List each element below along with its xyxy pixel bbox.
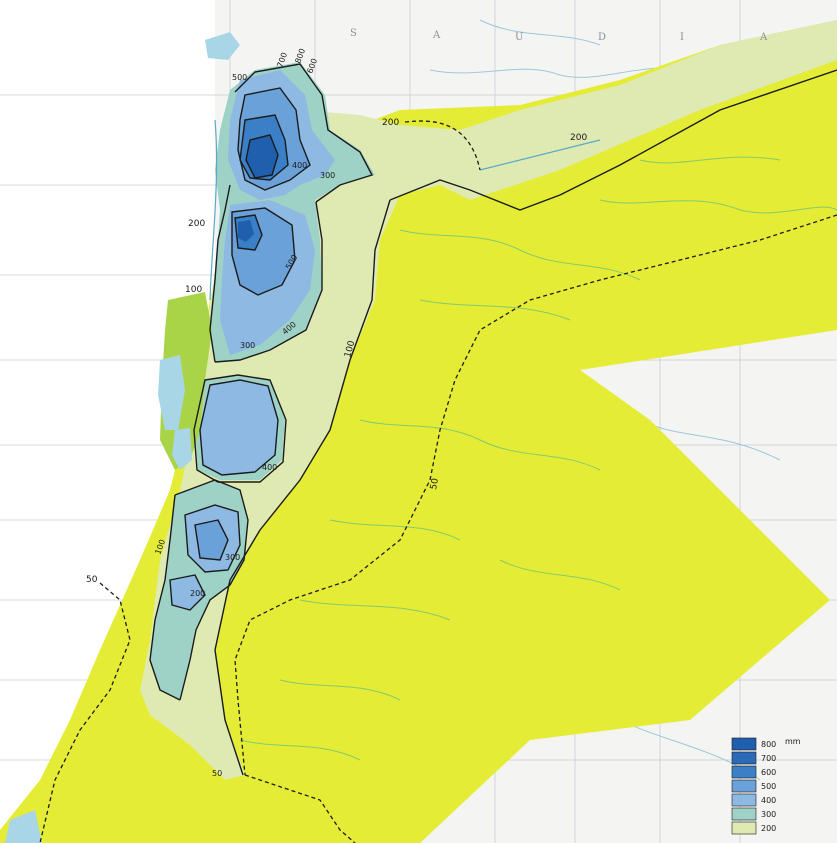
legend-label-700: 700 <box>761 754 776 763</box>
legend-swatch-600 <box>731 765 757 779</box>
label-c-300: 300 <box>240 341 255 350</box>
legend-unit: mm <box>785 737 801 746</box>
label-s-400: 400 <box>262 463 277 472</box>
rivers <box>209 119 601 301</box>
region-letter-2: A <box>432 30 442 41</box>
legend-swatch-800 <box>731 737 757 751</box>
legend-label-300: 300 <box>761 810 776 819</box>
zone-500-south <box>195 520 228 560</box>
isohyets-solid <box>149 63 837 776</box>
region-letters: S A U D I A <box>350 28 769 43</box>
region-letter-3: U <box>515 32 525 43</box>
legend-swatch-500 <box>731 779 757 793</box>
label-s-300: 300 <box>225 553 240 562</box>
label-tip-50: 50 <box>212 769 222 778</box>
legend-label-600: 600 <box>761 768 776 777</box>
legend-label-800: 800 <box>761 740 776 749</box>
label-north-200: 200 <box>382 118 399 128</box>
region-letter-6: A <box>759 32 769 43</box>
zone-400-central <box>200 380 278 475</box>
zone-400-south2 <box>170 575 205 610</box>
legend-swatch-700 <box>731 751 757 765</box>
label-east-200: 200 <box>570 133 587 143</box>
legend-label-500: 500 <box>761 782 776 791</box>
legend-label-200: 200 <box>761 824 776 833</box>
dead-sea <box>158 355 185 430</box>
region-letter-4: D <box>598 32 608 43</box>
label-west-200: 200 <box>188 219 205 229</box>
zone-800-mid <box>238 220 254 242</box>
label-n-400: 400 <box>292 161 307 170</box>
legend: 800 700 600 500 400 300 200 mm <box>731 737 801 835</box>
label-n-300: 300 <box>320 171 335 180</box>
legend-entries: 800 700 600 500 400 300 200 <box>731 737 776 835</box>
label-left-100: 100 <box>185 285 202 295</box>
isohyets-dashed <box>39 120 837 843</box>
label-dashed-50: 50 <box>429 477 441 490</box>
dead-sea-lower <box>172 428 192 470</box>
sea-north <box>205 32 240 60</box>
legend-swatch-300 <box>731 807 757 821</box>
region-letter-1: S <box>350 28 359 39</box>
legend-swatch-400 <box>731 793 757 807</box>
legend-swatch-200 <box>731 821 757 835</box>
label-s-200: 200 <box>190 589 205 598</box>
legend-label-400: 400 <box>761 796 776 805</box>
label-left-50: 50 <box>86 575 98 585</box>
gulf-water <box>5 810 42 843</box>
label-mid-100: 100 <box>343 339 357 358</box>
region-letter-5: I <box>680 32 686 43</box>
zone-800-north <box>246 135 278 178</box>
label-n-500: 500 <box>232 73 247 82</box>
wadis <box>239 156 837 761</box>
